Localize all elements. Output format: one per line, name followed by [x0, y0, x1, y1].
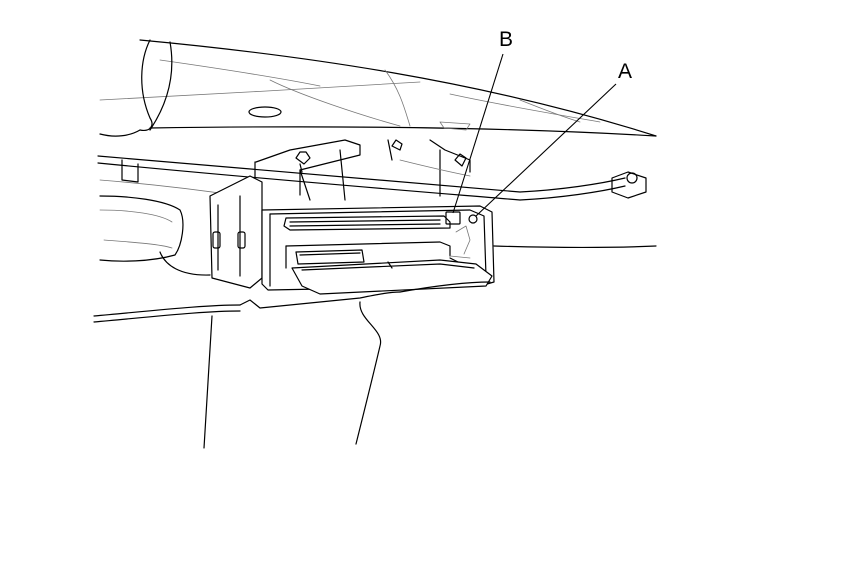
left-curved-bracket [99, 39, 173, 183]
left-background-components [99, 179, 241, 276]
callout-a: A [475, 60, 632, 217]
callout-b-leader-line [452, 53, 504, 214]
callout-a-label: A [618, 60, 632, 83]
lower-dashboard [93, 245, 657, 449]
mounting-bracket [254, 139, 471, 201]
dashboard-upper-panel [99, 39, 657, 137]
callout-b: B [452, 28, 513, 214]
support-rod [97, 155, 647, 201]
callout-a-leader-line [475, 83, 617, 217]
callout-b-label: B [499, 28, 513, 51]
